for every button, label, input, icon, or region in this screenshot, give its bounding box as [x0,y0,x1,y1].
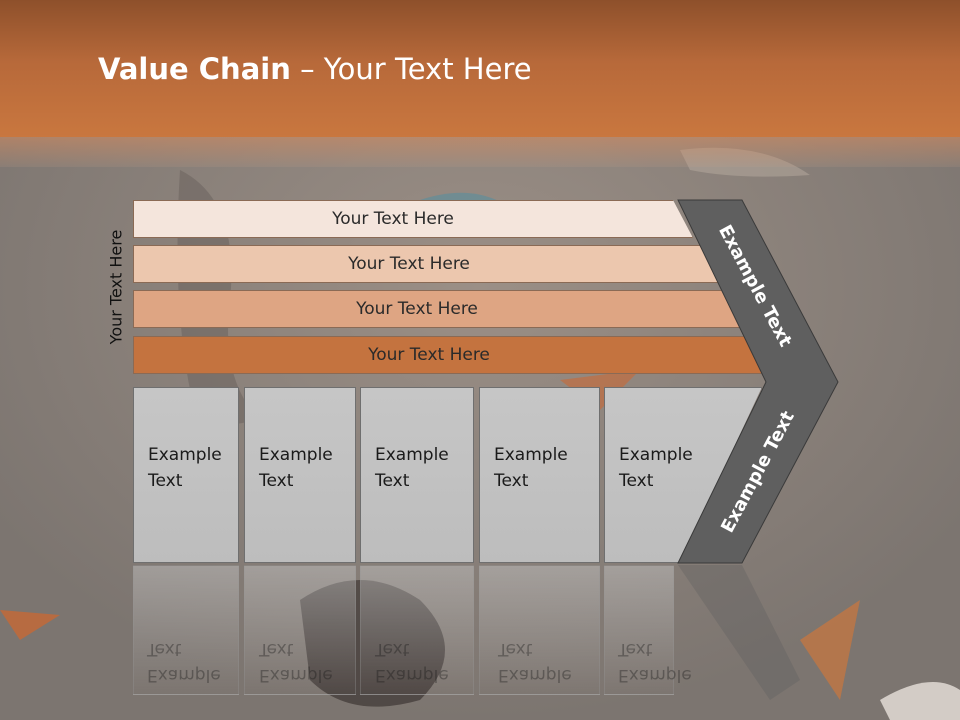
page-title: Value Chain – Your Text Here [98,52,532,86]
box-1-line1: Example [148,445,222,465]
bar-1: Your Text Here [133,200,693,238]
title-bold: Value Chain [98,52,291,86]
bar-3: Your Text Here [133,290,741,328]
box-3-reflection [360,565,474,695]
header-strip [0,137,960,167]
box-2-reflection [244,565,356,695]
bar-2: Your Text Here [133,245,725,283]
bar-2-label: Your Text Here [348,254,470,274]
box-3-line2: Text [375,471,410,491]
bar-1-label: Your Text Here [332,209,454,229]
bar-3-label: Your Text Here [356,299,478,319]
title-rest: – Your Text Here [290,52,532,86]
header-band [0,0,960,137]
bar-4: Your Text Here [133,336,765,374]
box-1-line2: Text [148,471,183,491]
box-3-line1: Example [375,445,449,465]
box-2-line1: Example [259,445,333,465]
box-4-line2: Text [494,471,529,491]
box-2-line2: Text [259,471,294,491]
box-5-line1: Example [619,445,693,465]
box-1-reflection [133,565,239,695]
box-4-reflection [479,565,600,695]
bar-4-label: Your Text Here [368,345,490,365]
box-5-line2: Text [619,471,654,491]
box-5-reflection [604,565,674,695]
box-4-line1: Example [494,445,568,465]
